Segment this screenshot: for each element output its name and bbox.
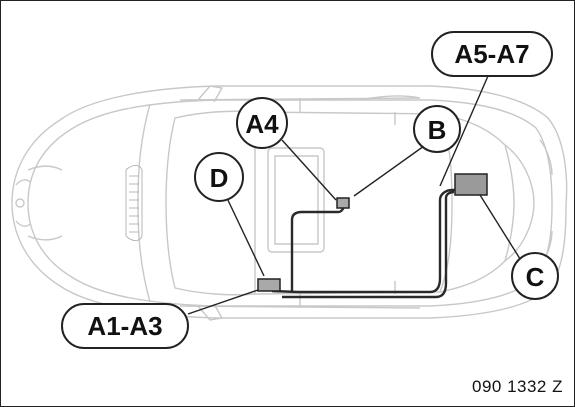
callout-d-label: D — [210, 163, 229, 193]
callout-a4-label: A4 — [245, 109, 279, 139]
callout-b: B — [413, 105, 461, 153]
leader-lines — [187, 75, 523, 315]
callout-c-label: C — [526, 262, 545, 292]
figure-reference-number: 090 1332 Z — [471, 377, 563, 396]
callout-a5-a7-label: A5-A7 — [454, 39, 529, 69]
callout-c: C — [511, 252, 559, 300]
car-outline — [11, 85, 568, 321]
callout-a1-a3-label: A1-A3 — [87, 311, 162, 341]
grille-vents — [125, 165, 143, 241]
callout-b-label: B — [428, 115, 447, 145]
module-b — [336, 197, 350, 209]
callout-a5-a7: A5-A7 — [431, 31, 553, 77]
callout-a4: A4 — [236, 97, 288, 149]
callout-d: D — [194, 152, 244, 202]
module-c — [454, 173, 488, 196]
callout-a1-a3: A1-A3 — [61, 303, 189, 349]
module-d — [257, 278, 281, 292]
